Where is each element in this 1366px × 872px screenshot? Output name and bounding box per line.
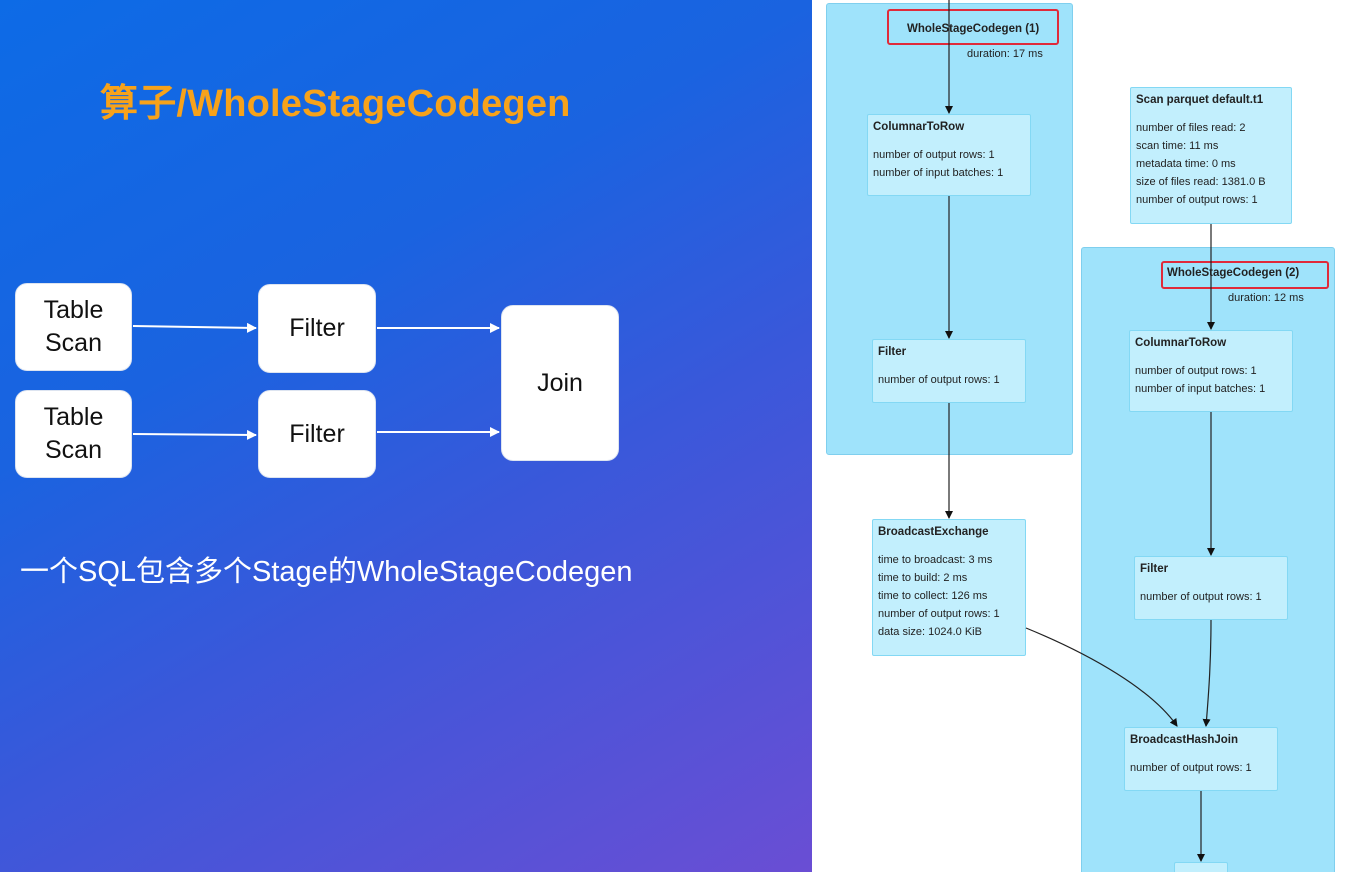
metric: size of files read: 1381.0 B: [1136, 176, 1266, 188]
metric: number of output rows: 1: [873, 149, 995, 161]
operator-arrows: [132, 322, 500, 440]
filter-label-2: Filter: [289, 419, 345, 448]
stage-2-label: WholeStageCodegen (2): [1167, 267, 1300, 279]
table-scan-label-2: Table Scan: [43, 403, 104, 464]
table-scan-box-1: Table Scan: [15, 283, 132, 371]
metric: number of output rows: 1: [1135, 365, 1257, 377]
filter-box-1: Filter: [258, 284, 376, 373]
metric: number of files read: 2: [1136, 122, 1246, 134]
spark-plan-graph: WholeStageCodegen (1) duration: 17 ms Wh…: [812, 0, 1366, 872]
arrow-scan2-filter2: [132, 429, 257, 440]
metric: number of output rows: 1: [1136, 194, 1258, 206]
node-partial-bottom[interactable]: [1174, 862, 1228, 872]
metric: time to collect: 126 ms: [878, 590, 988, 602]
node-title: ColumnarToRow: [873, 121, 965, 133]
metric: number of output rows: 1: [1130, 762, 1252, 774]
metric: metadata time: 0 ms: [1136, 158, 1236, 170]
stage-2-duration: duration: 12 ms: [1228, 292, 1304, 304]
node-title: Filter: [878, 346, 907, 358]
arrow-scan1-filter1: [132, 322, 257, 333]
edge-filter2-bhj: [1202, 619, 1212, 727]
stage-1-duration: duration: 17 ms: [967, 48, 1043, 60]
node-columnar-to-row-1[interactable]: ColumnarToRow number of output rows: 1 n…: [867, 114, 1031, 196]
node-broadcast-hash-join[interactable]: BroadcastHashJoin number of output rows:…: [1124, 727, 1278, 791]
filter-box-2: Filter: [258, 390, 376, 478]
table-scan-label-1: Table Scan: [43, 296, 104, 357]
node-columnar-to-row-2[interactable]: ColumnarToRow number of output rows: 1 n…: [1129, 330, 1293, 412]
stage-1-highlight: [887, 9, 1059, 45]
metric: number of input batches: 1: [1135, 383, 1266, 395]
metric: time to build: 2 ms: [878, 572, 968, 584]
metric: number of output rows: 1: [878, 374, 1000, 386]
table-scan-box-2: Table Scan: [15, 390, 132, 478]
node-title: Scan parquet default.t1: [1136, 94, 1264, 106]
stage-2-highlight: [1161, 261, 1329, 289]
slide-panel: 算子/WholeStageCodegen Table Scan Table Sc…: [0, 0, 812, 872]
node-filter-1[interactable]: Filter number of output rows: 1: [872, 339, 1026, 403]
plan-edges: [945, 0, 1215, 862]
stage-1-label: WholeStageCodegen (1): [907, 23, 1040, 35]
node-title: Filter: [1140, 563, 1169, 575]
node-title: BroadcastExchange: [878, 526, 989, 538]
node-scan-parquet[interactable]: Scan parquet default.t1 number of files …: [1130, 87, 1292, 224]
metric: time to broadcast: 3 ms: [878, 554, 993, 566]
metric: number of input batches: 1: [873, 167, 1004, 179]
metric: number of output rows: 1: [878, 608, 1000, 620]
filter-label-1: Filter: [289, 314, 345, 342]
metric: number of output rows: 1: [1140, 591, 1262, 603]
node-title: BroadcastHashJoin: [1130, 734, 1239, 746]
edge-broadcast-bhj: [1025, 627, 1178, 727]
node-broadcast-exchange[interactable]: BroadcastExchange time to broadcast: 3 m…: [872, 519, 1026, 656]
join-label: Join: [537, 368, 583, 397]
slide-title: 算子/WholeStageCodegen: [100, 83, 571, 125]
node-filter-2[interactable]: Filter number of output rows: 1: [1134, 556, 1288, 620]
node-title: ColumnarToRow: [1135, 337, 1227, 349]
slide-subtitle: 一个SQL包含多个Stage的WholeStageCodegen: [20, 556, 633, 588]
metric: scan time: 11 ms: [1136, 140, 1219, 152]
metric: data size: 1024.0 KiB: [878, 626, 982, 638]
join-box: Join: [501, 305, 619, 461]
